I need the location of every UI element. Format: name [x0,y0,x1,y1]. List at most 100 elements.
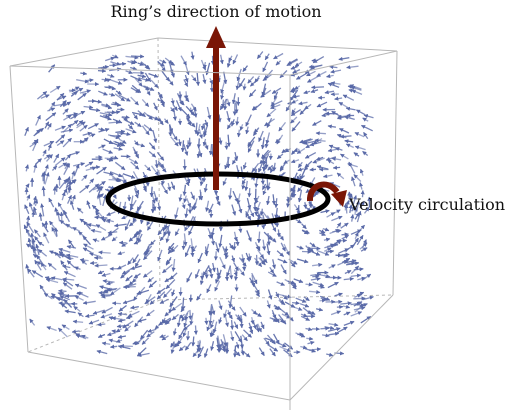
velocity-vector [312,274,320,279]
velocity-vector [54,157,66,167]
velocity-vector [321,113,331,118]
velocity-vector [61,264,71,269]
velocity-vector [322,227,330,232]
velocity-vector [174,207,179,220]
velocity-vector [290,109,302,117]
velocity-vector [235,239,240,247]
velocity-vector [270,104,281,110]
velocity-vector [316,156,324,161]
velocity-vector [356,210,362,223]
velocity-vector [184,208,189,219]
velocity-vector [309,167,317,172]
velocity-vector [347,162,358,168]
velocity-vector [51,227,58,238]
velocity-vector [67,239,75,249]
velocity-vector [28,202,34,212]
velocity-vector [334,96,343,101]
velocity-vector [222,334,228,347]
velocity-vector [134,121,142,128]
velocity-vector [327,159,335,165]
velocity-vector [259,156,268,165]
velocity-vector [137,110,146,118]
velocity-vector [251,272,258,285]
velocity-vector [343,276,355,281]
velocity-vector [238,78,246,88]
velocity-vector [98,250,111,255]
velocity-vector [88,133,96,138]
velocity-vector [235,116,240,126]
velocity-vector [36,261,47,267]
velocity-vector [117,311,128,317]
velocity-vector [353,174,362,182]
velocity-vector [33,127,44,137]
velocity-vector [149,186,154,198]
velocity-vector [119,61,127,66]
velocity-vector [152,203,157,211]
velocity-vector [294,306,303,311]
velocity-vector [213,188,220,201]
velocity-vector [125,274,133,282]
velocity-vector [63,163,71,176]
velocity-vector [209,77,214,85]
velocity-vector [118,94,131,102]
velocity-vector [176,93,184,106]
velocity-vector [24,164,29,172]
velocity-vector [159,59,167,64]
velocity-vector [114,141,124,146]
velocity-vector [218,317,223,324]
velocity-vector [76,291,83,296]
velocity-vector [178,91,183,99]
velocity-vector [224,141,229,150]
velocity-vector [152,130,158,144]
velocity-vector [62,137,72,148]
velocity-vector [220,80,226,94]
velocity-vector [36,254,44,265]
velocity-vector [218,300,223,310]
velocity-vector [359,168,364,176]
velocity-vector [79,124,88,132]
velocity-vector [183,79,189,87]
velocity-vector [284,278,293,285]
velocity-vector [64,309,76,314]
velocity-vector [53,153,60,163]
velocity-vector [210,304,216,316]
velocity-vector [287,58,298,65]
velocity-vector [303,140,315,146]
velocity-vector [58,247,71,253]
velocity-vector [76,121,86,129]
velocity-vector [103,171,114,176]
velocity-vector [226,98,231,107]
velocity-vector [310,64,323,70]
velocity-vector [50,276,63,281]
velocity-vector [133,273,141,279]
velocity-vector [356,291,365,296]
velocity-vector [148,151,157,158]
velocity-vector [74,295,84,301]
velocity-vector [40,203,45,217]
velocity-vector [320,326,330,331]
velocity-vector [234,100,239,114]
velocity-vector [71,329,80,334]
velocity-vector [304,348,316,353]
velocity-vector [299,108,306,115]
velocity-vector [183,233,188,247]
velocity-vector [153,191,158,202]
velocity-vector [256,244,261,252]
velocity-vector [327,124,337,129]
velocity-vector [304,160,313,169]
velocity-vector [146,89,151,96]
velocity-vector [186,118,192,126]
velocity-vector [33,229,41,238]
velocity-vector [330,310,341,316]
velocity-vector [251,105,258,111]
velocity-vector [305,282,313,287]
velocity-vector [257,212,262,221]
velocity-vector [297,189,303,203]
velocity-vector [263,231,273,241]
velocity-vector [171,258,176,272]
velocity-vector [99,112,113,117]
velocity-vector [76,207,84,214]
velocity-vector [217,114,222,123]
velocity-vector [306,336,314,341]
velocity-vector [279,70,288,79]
